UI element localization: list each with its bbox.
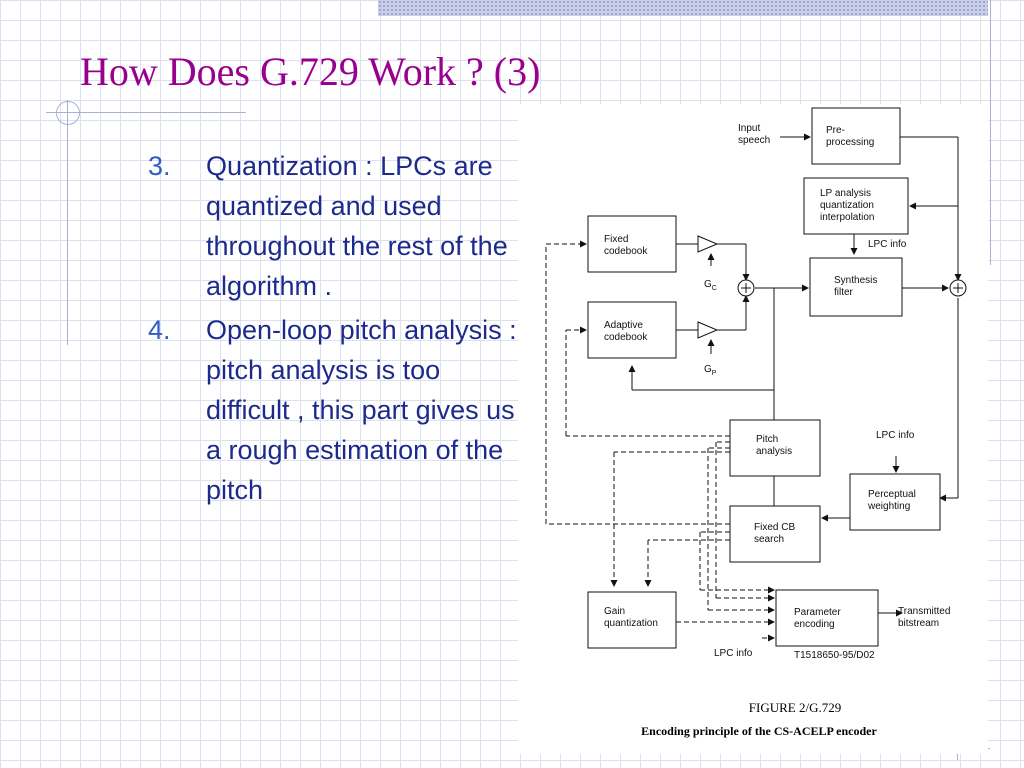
corner-circle-ornament — [56, 101, 80, 125]
block-parameter-encoding — [775, 589, 879, 647]
label-gain-quantization-1: Gain — [604, 606, 625, 617]
label-lpc-info-encoding: LPC info — [714, 648, 753, 659]
label-preprocessing-1: Pre- — [826, 125, 845, 136]
label-fixed-cb-search-2: search — [754, 534, 784, 545]
label-bitstream-2: bitstream — [898, 618, 939, 629]
encoder-figure: Input speech Pre- processing LP analysis… — [518, 104, 988, 754]
encoder-diagram: Input speech Pre- processing LP analysis… — [545, 107, 967, 661]
gain-p-amplifier-icon — [697, 321, 719, 339]
block-adaptive-codebook — [587, 301, 677, 359]
label-parameter-encoding-1: Parameter — [794, 607, 841, 618]
bullet-item-quantization: 3. Quantization : LPCs are quantized and… — [148, 146, 518, 306]
label-perceptual-weighting-2: weighting — [867, 501, 910, 512]
figure-caption-title: Encoding principle of the CS-ACELP encod… — [641, 724, 877, 738]
label-preprocessing-2: processing — [826, 137, 874, 148]
label-gp: GP — [704, 364, 717, 377]
label-bitstream-1: Transmitted — [898, 606, 950, 617]
label-lpc-info-synthesis: LPC info — [868, 239, 907, 250]
label-input-speech-1: Input — [738, 123, 760, 134]
bullet-number: 3. — [148, 151, 171, 181]
block-synthesis-filter — [809, 257, 903, 317]
block-pitch-analysis — [729, 419, 821, 477]
label-lp-analysis-2: quantization — [820, 200, 874, 211]
label-fixed-codebook-2: codebook — [604, 246, 648, 257]
bullet-text: Open-loop pitch analysis : pitch analysi… — [206, 315, 517, 505]
label-parameter-encoding-2: encoding — [794, 619, 835, 630]
label-adaptive-codebook-2: codebook — [604, 332, 648, 343]
block-perceptual-weighting — [849, 473, 941, 531]
bullet-list: 3. Quantization : LPCs are quantized and… — [148, 146, 518, 514]
bullet-text: Quantization : LPCs are quantized and us… — [206, 151, 508, 301]
gain-c-amplifier-icon — [697, 235, 719, 253]
label-pitch-analysis-1: Pitch — [756, 434, 778, 445]
label-lp-analysis-1: LP analysis — [820, 188, 871, 199]
label-fixed-codebook-1: Fixed — [604, 234, 628, 245]
block-preprocessing — [811, 107, 901, 165]
title-underline-rule — [46, 112, 246, 113]
block-gain-quantization — [587, 591, 677, 649]
label-lpc-info-weighting: LPC info — [876, 430, 915, 441]
label-input-speech-2: speech — [738, 135, 770, 146]
label-fixed-cb-search-1: Fixed CB — [754, 522, 795, 533]
label-gain-quantization-2: quantization — [604, 618, 658, 629]
block-lp-analysis — [803, 177, 909, 235]
bullet-item-pitch-analysis: 4. Open-loop pitch analysis : pitch anal… — [148, 310, 518, 510]
figure-caption-number: FIGURE 2/G.729 — [748, 700, 842, 715]
label-adaptive-codebook-1: Adaptive — [604, 320, 643, 331]
label-reference-code: T1518650-95/D02 — [794, 650, 875, 661]
left-accent-line — [67, 100, 68, 345]
block-fixed-codebook — [587, 215, 677, 273]
label-gc: GC — [704, 279, 717, 292]
label-synthesis-filter-2: filter — [834, 287, 854, 298]
top-decorative-band — [378, 0, 988, 16]
label-perceptual-weighting-1: Perceptual — [868, 489, 916, 500]
right-accent-line — [990, 0, 991, 265]
label-pitch-analysis-2: analysis — [756, 446, 792, 457]
bullet-number: 4. — [148, 315, 171, 345]
label-synthesis-filter-1: Synthesis — [834, 275, 877, 286]
block-fixed-cb-search — [729, 505, 821, 563]
slide-title: How Does G.729 Work ? (3) — [80, 49, 541, 94]
label-lp-analysis-3: interpolation — [820, 212, 874, 223]
